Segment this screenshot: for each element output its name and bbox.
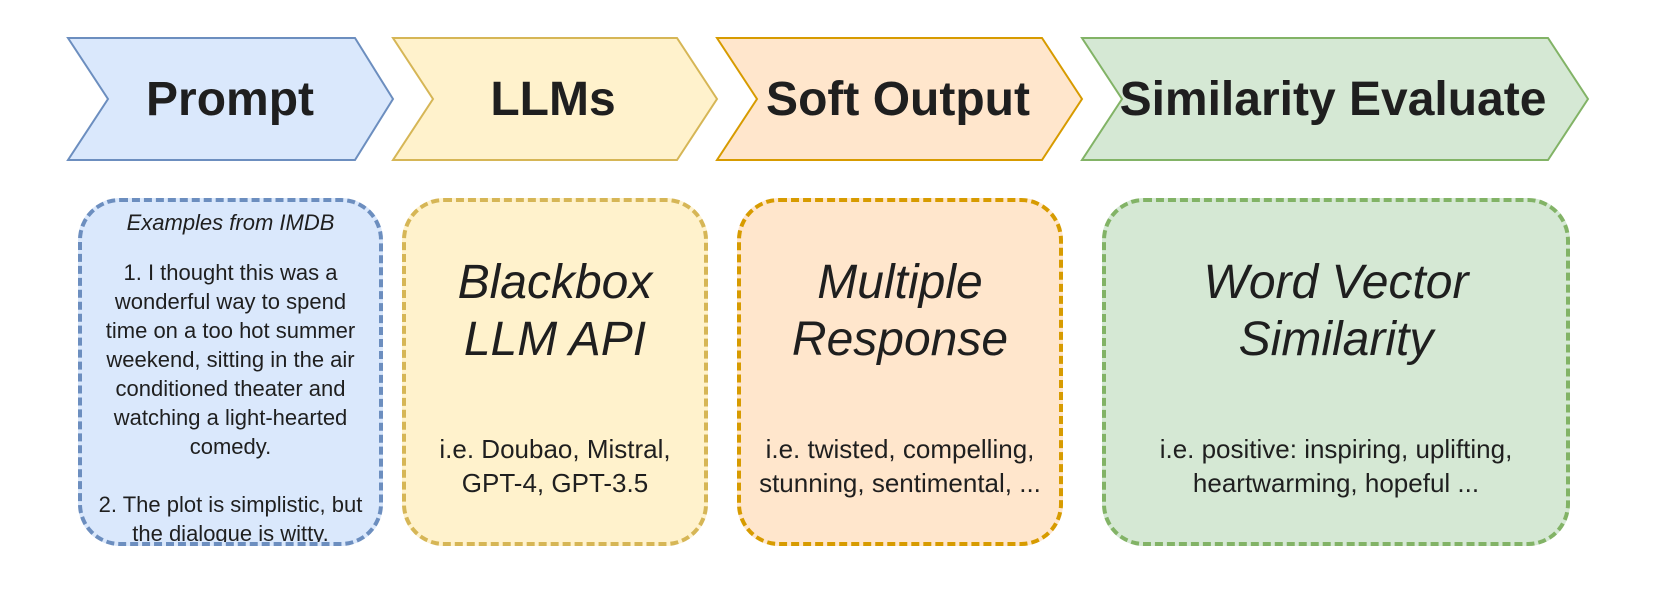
examples-heading: Examples from IMDB bbox=[126, 210, 335, 235]
similarity-box-detail: i.e. positive: inspiring, uplifting, hea… bbox=[1159, 434, 1513, 498]
prompt-examples-box: Examples from IMDB 1. I thought this was… bbox=[78, 198, 383, 546]
soft-output-box-title: Multiple Response bbox=[791, 256, 1009, 366]
example-item: 2. The plot is simplistic, but the dialo… bbox=[98, 492, 363, 546]
soft-output-box: Multiple Response i.e. twisted, compelli… bbox=[737, 198, 1063, 546]
similarity-box: Word Vector Similarity i.e. positive: in… bbox=[1102, 198, 1570, 546]
llm-box-detail: i.e. Doubao, Mistral, GPT-4, GPT-3.5 bbox=[439, 434, 671, 498]
stage-similarity-title: Similarity Evaluate bbox=[1120, 73, 1547, 126]
llm-box-title: Blackbox LLM API bbox=[457, 256, 653, 366]
soft-output-box-detail: i.e. twisted, compelling, stunning, sent… bbox=[759, 434, 1041, 498]
stage-soft-output-title: Soft Output bbox=[766, 73, 1030, 126]
stage-similarity-arrow bbox=[1080, 37, 1590, 161]
similarity-box-title: Word Vector Similarity bbox=[1203, 256, 1469, 366]
llm-box: Blackbox LLM API i.e. Doubao, Mistral, G… bbox=[402, 198, 708, 546]
stage-soft-output-arrow bbox=[715, 37, 1084, 161]
stage-llms-arrow bbox=[391, 37, 719, 161]
stage-prompt-arrow bbox=[66, 37, 395, 161]
example-item: 1. I thought this was a wonderful way to… bbox=[105, 260, 356, 459]
stage-llms-title: LLMs bbox=[490, 73, 615, 126]
examples-list: 1. I thought this was a wonderful way to… bbox=[82, 258, 379, 546]
stage-prompt-title: Prompt bbox=[146, 73, 314, 126]
